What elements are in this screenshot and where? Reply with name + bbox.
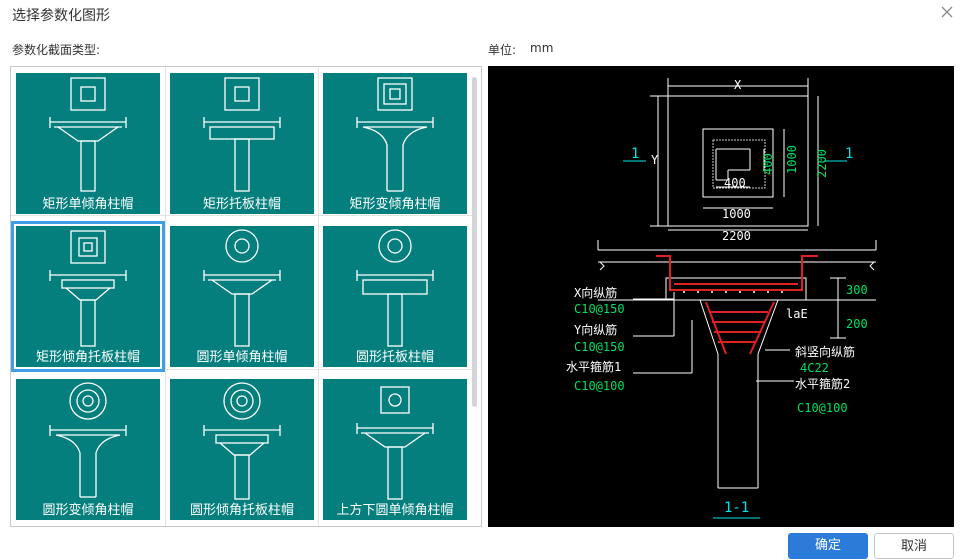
tile-label: 圆形单倾角柱帽 [196,350,288,365]
dim-400-v: 400 [761,153,775,175]
tile-label: 矩形变倾角柱帽 [349,197,441,212]
dim-1000-v: 1000 [785,145,799,174]
dim-2200-v: 2200 [815,149,829,178]
slope-rebar-label: 斜竖向纵筋 [795,344,855,359]
stirrup2-label: 水平箍筋2 [795,376,850,391]
tile-rect-plate[interactable]: 矩形托板柱帽 [170,73,314,214]
row-divider [11,369,473,370]
dim-y: Y [651,153,659,167]
stirrup1-label: 水平箍筋1 [566,359,621,374]
ok-button[interactable]: 确定 [788,533,868,559]
y-rebar-label: Y向纵筋 [574,322,617,337]
x-rebar-label: X向纵筋 [574,285,617,300]
section-drawing: X Y 400 1000 2200 300 200 400 1000 2200 … [566,78,877,519]
slope-rebar-spec: 4C22 [800,361,829,375]
grid-scrollbar[interactable] [472,77,477,407]
dim-2200-h: 2200 [722,229,751,243]
col-divider [165,67,166,526]
tile-label: 圆形变倾角柱帽 [42,503,134,518]
section-mark-left: 1 [631,146,639,162]
stirrup2-spec: C10@100 [797,401,848,415]
stirrup1-spec: C10@100 [574,379,625,393]
tile-label: 矩形托板柱帽 [202,197,281,212]
tile-round-single-slope[interactable]: 圆形单倾角柱帽 [170,226,314,367]
close-icon[interactable] [940,5,954,19]
tile-square-top-round-bottom[interactable]: 上方下圆单倾角柱帽 [323,379,467,520]
row-divider [11,215,473,216]
tile-round-plate[interactable]: 圆形托板柱帽 [323,226,467,367]
dim-400-h: 400 [724,176,746,190]
tile-label: 矩形倾角托板柱帽 [35,350,140,365]
tile-rect-single-slope[interactable]: 矩形单倾角柱帽 [16,73,160,214]
y-rebar-spec: C10@150 [574,340,625,354]
section-type-label: 参数化截面类型: [12,43,101,57]
dim-x: X [734,78,742,92]
x-rebar-spec: C10@150 [574,302,625,316]
section-mark-right: 1 [845,146,853,162]
section-title: 1-1 [724,500,749,516]
lae-label: laE [786,307,808,321]
tile-rect-variable-slope[interactable]: 矩形变倾角柱帽 [323,73,467,214]
unit-label: 单位: [488,43,517,57]
preview-canvas: X Y 400 1000 2200 300 200 400 1000 2200 … [488,66,954,527]
col-divider [318,67,319,526]
dim-200: 200 [846,317,868,331]
cancel-button[interactable]: 取消 [874,533,954,559]
tile-label: 圆形倾角托板柱帽 [189,503,294,518]
unit-value: mm [530,41,554,55]
tile-label: 矩形单倾角柱帽 [42,197,134,212]
tile-round-variable-slope[interactable]: 圆形变倾角柱帽 [16,379,160,520]
dim-1000-h: 1000 [722,207,751,221]
dialog-title: 选择参数化图形 [12,8,110,24]
tile-rect-slope-plate[interactable]: 矩形倾角托板柱帽 [11,221,165,372]
dim-300: 300 [846,283,868,297]
section-type-grid: 矩形单倾角柱帽 矩形托板柱帽 矩形变倾角柱帽 矩形倾角托板柱帽 [10,66,482,527]
tile-label: 上方下圆单倾角柱帽 [336,503,454,518]
tile-round-slope-plate[interactable]: 圆形倾角托板柱帽 [170,379,314,520]
tile-label: 圆形托板柱帽 [355,350,434,365]
